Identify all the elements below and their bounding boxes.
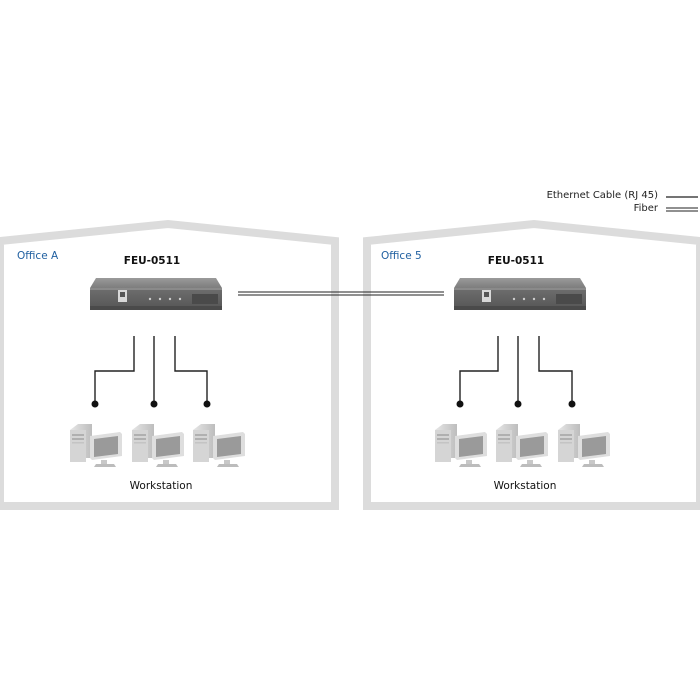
switch-device-icon bbox=[454, 278, 586, 310]
office-5-switch-model: FEU-0511 bbox=[487, 255, 545, 267]
workstation-icon bbox=[496, 424, 548, 467]
switch-device-icon bbox=[90, 278, 222, 310]
legend-ethernet-label: Ethernet Cable (RJ 45) bbox=[546, 190, 658, 201]
workstation-icon bbox=[558, 424, 610, 467]
workstation-icon bbox=[70, 424, 122, 467]
office-5-workstation-label: Workstation bbox=[493, 480, 557, 492]
office-a-cables bbox=[94, 336, 208, 404]
office-a-workstation-label: Workstation bbox=[129, 480, 193, 492]
workstation-icon bbox=[435, 424, 487, 467]
office-5-title: Office 5 bbox=[381, 250, 422, 262]
office-a-switch-model: FEU-0511 bbox=[123, 255, 181, 267]
workstation-icon bbox=[132, 424, 184, 467]
workstation-icon bbox=[193, 424, 245, 467]
office-5-cables bbox=[459, 336, 573, 404]
legend-fiber-label: Fiber bbox=[633, 203, 658, 214]
office-5-building bbox=[363, 219, 700, 510]
office-a-title: Office A bbox=[17, 250, 59, 262]
office-a-cable-ends bbox=[91, 400, 211, 408]
office-a-building bbox=[0, 219, 339, 510]
office-5-cable-ends bbox=[456, 400, 576, 408]
